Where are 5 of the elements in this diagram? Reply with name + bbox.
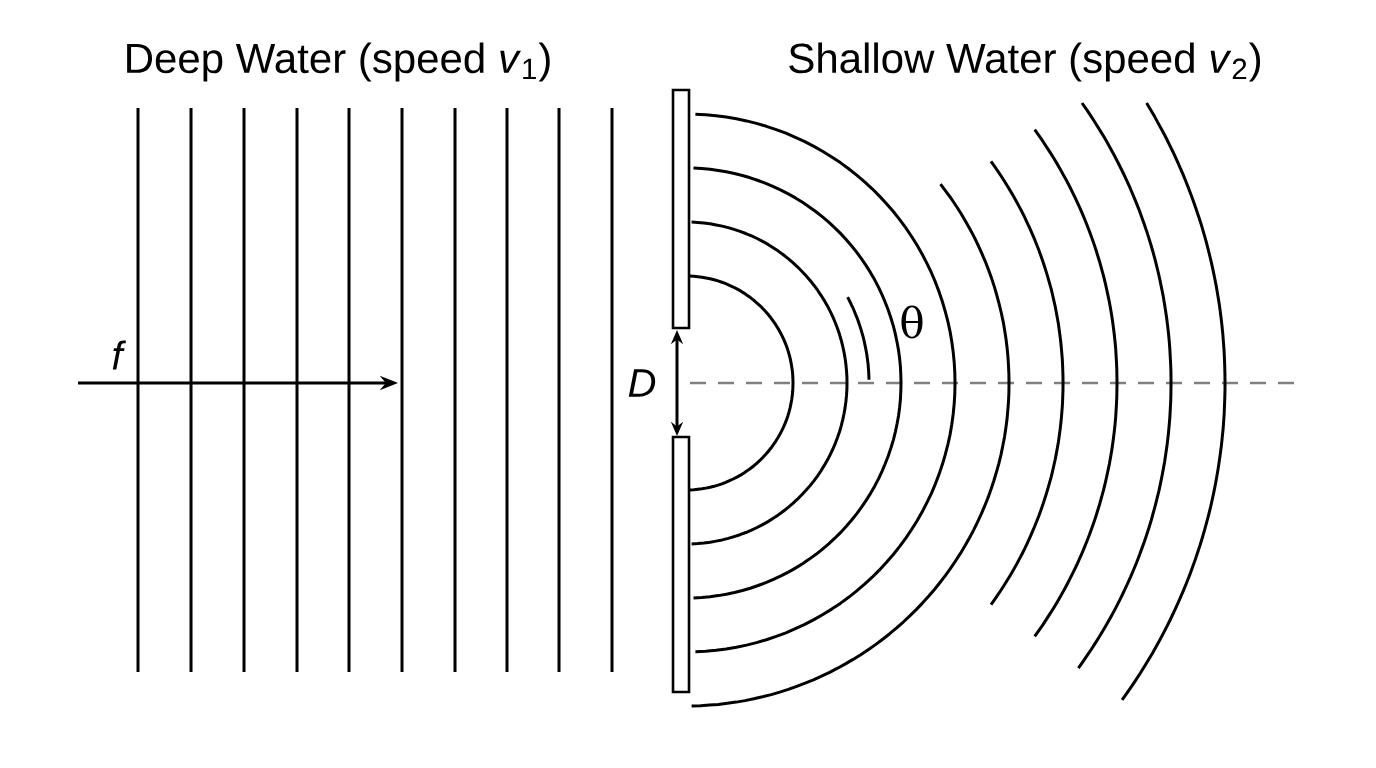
frequency-label: f: [112, 340, 126, 370]
region-label: Deep Water (speed v$_{1}$): [127, 42, 550, 82]
angle-label: θ: [901, 305, 923, 339]
region-label: Shallow Water (speed v$_{2}$): [789, 42, 1261, 82]
dimension-label: D: [628, 369, 656, 397]
